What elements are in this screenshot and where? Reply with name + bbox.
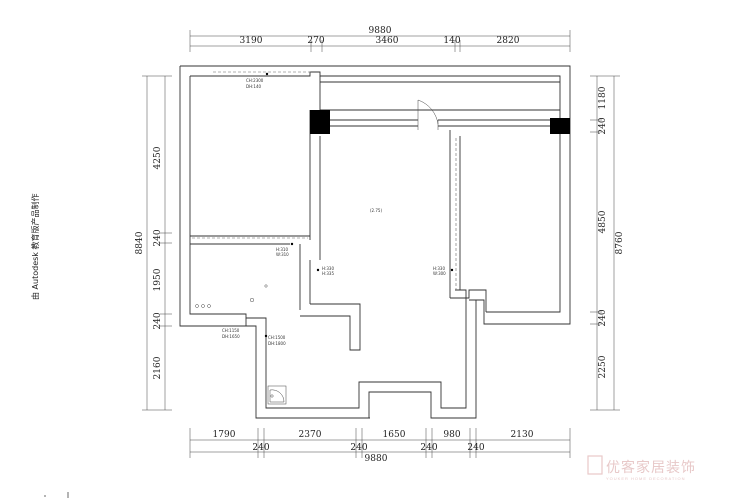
watermark-logo: 优客家居装饰 YOUKER HOME DECORATION <box>587 455 696 481</box>
bath-ch-label: CH:1500 <box>268 335 286 340</box>
right-dim-1: 1180 <box>598 86 608 109</box>
structural-column-left <box>310 110 330 134</box>
left-dim-1: 4250 <box>153 146 163 169</box>
bottom-total-dim: 9880 <box>365 454 388 464</box>
right-dimension-chain <box>590 75 620 411</box>
dashed-guides <box>192 71 457 290</box>
door2-marker-dot <box>316 268 320 272</box>
right-dim-5: 2250 <box>598 355 608 378</box>
door3-w-label: W:300 <box>433 271 446 276</box>
right-dim-3: 4850 <box>598 210 608 233</box>
exterior-walls <box>179 65 571 419</box>
bottom-wall-dim-1: 240 <box>252 443 269 453</box>
left-dim-2: 240 <box>153 229 163 246</box>
left-dim-5: 2160 <box>153 356 163 379</box>
top-dim-3: 3460 <box>376 36 399 46</box>
kitchen-fixtures <box>195 284 268 308</box>
bedroom-marker-dot <box>265 72 269 76</box>
right-dim-2: 240 <box>598 117 608 134</box>
bottom-dim-4: 980 <box>443 430 460 440</box>
bottom-dim-5: 2130 <box>511 430 534 440</box>
bedroom-ch-label: CH:2300 <box>246 78 264 83</box>
right-total-dim: 8760 <box>615 231 625 254</box>
structural-column-right <box>550 118 570 134</box>
bottom-dim-1: 1790 <box>213 430 236 440</box>
living-height-label: (2.75) <box>370 208 382 213</box>
door3-h-label: H:330 <box>433 266 445 271</box>
bedroom-dh-label: DH:140 <box>246 84 262 89</box>
bath-dh-label: DH:1800 <box>268 341 286 346</box>
top-dim-2: 270 <box>307 36 324 46</box>
logo-mark-icon <box>587 455 603 475</box>
bottom-wall-dim-4: 240 <box>467 443 484 453</box>
left-total-dim: 8840 <box>135 231 145 254</box>
bathroom-fixtures <box>267 385 287 405</box>
top-dim-4: 140 <box>443 36 460 46</box>
top-dimension-chain <box>189 30 571 52</box>
door3-marker-dot <box>450 268 454 272</box>
door1-w-label: W:310 <box>276 252 289 257</box>
door2-w-label: H:335 <box>322 271 334 276</box>
top-total-dim: 9880 <box>369 26 392 36</box>
top-dim-1: 3190 <box>240 36 263 46</box>
top-dim-5: 2820 <box>497 36 520 46</box>
kitchen-dh-label: DH:1650 <box>222 334 240 339</box>
door1-marker-dot <box>290 242 294 246</box>
left-dim-3: 1950 <box>153 268 163 291</box>
entry-door <box>417 99 439 130</box>
left-dimension-chain <box>142 75 172 411</box>
left-dim-4: 240 <box>153 312 163 329</box>
door1-h-label: H:310 <box>276 247 288 252</box>
door2-h-label: H:330 <box>322 266 334 271</box>
logo-text: 优客家居装饰 <box>606 459 696 475</box>
bottom-wall-dim-3: 240 <box>420 443 437 453</box>
interior-walls <box>190 110 487 351</box>
right-dim-4: 240 <box>598 309 608 326</box>
bath-marker-dot <box>264 334 268 338</box>
bottom-dim-2: 2370 <box>299 430 322 440</box>
side-note: 由 Autodesk 教育版产品制作 <box>30 194 40 300</box>
bottom-dimension-chain <box>189 428 571 458</box>
logo-subtext: YOUKER HOME DECORATION <box>606 476 686 481</box>
kitchen-ch-label: CH:1150 <box>222 328 240 333</box>
bottom-wall-dim-2: 240 <box>350 443 367 453</box>
bottom-dim-3: 1650 <box>383 430 406 440</box>
